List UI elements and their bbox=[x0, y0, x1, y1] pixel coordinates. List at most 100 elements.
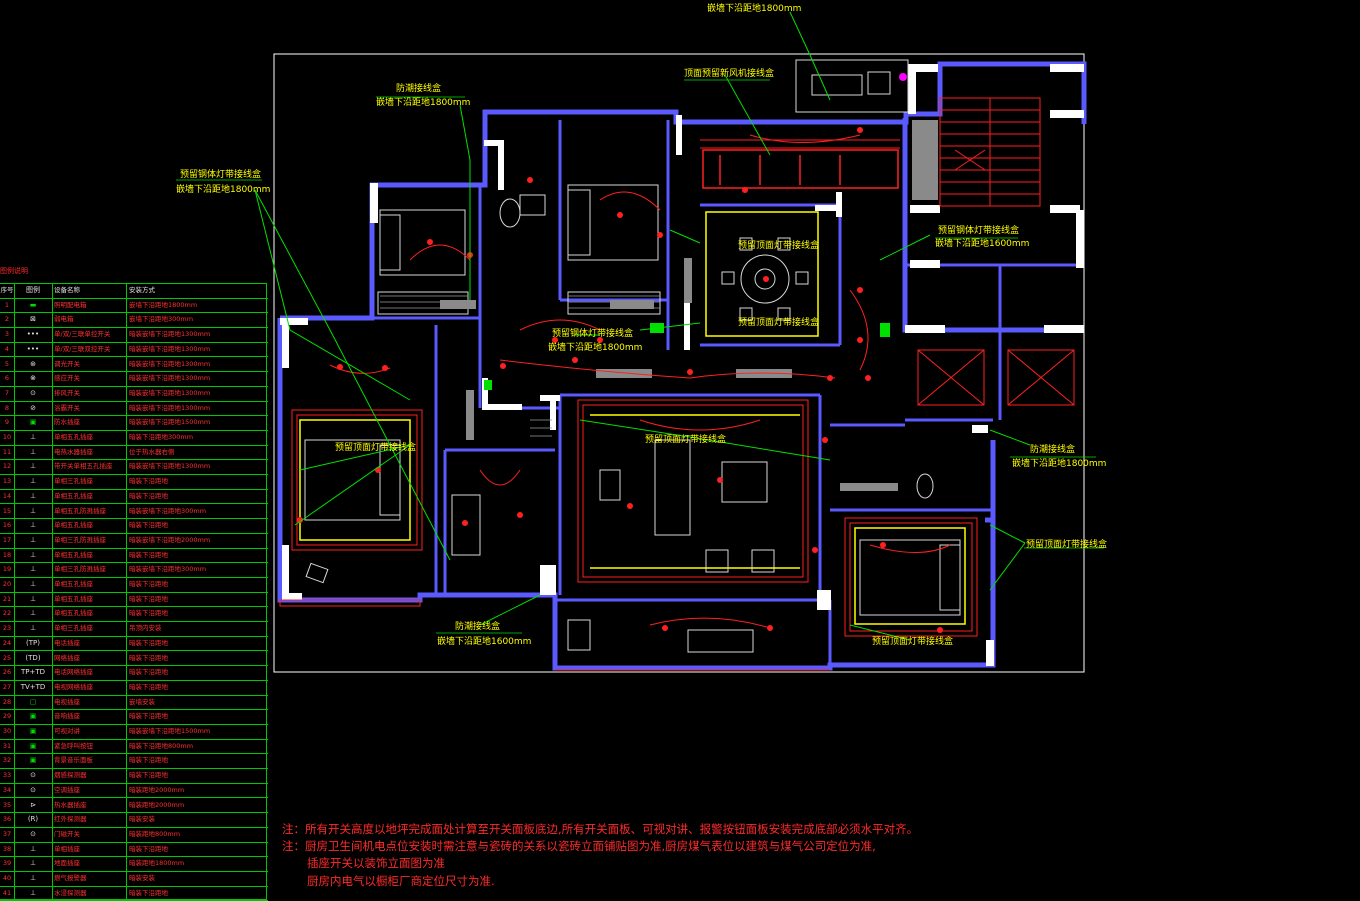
kitchen-counter bbox=[702, 149, 899, 189]
legend-device-name: 电热水器插座 bbox=[54, 447, 93, 456]
legend-symbol: (R) bbox=[27, 815, 39, 824]
legend-install-method: 暗装下沿距地 bbox=[129, 580, 168, 588]
legend-device-name: 调光开关 bbox=[54, 359, 80, 368]
legend-device-name: 浴霸开关 bbox=[54, 403, 80, 412]
legend-number: 32 bbox=[2, 756, 12, 765]
legend-row: 31 ▣ 紧急呼叫按钮 暗装下沿距地800mm bbox=[0, 739, 268, 755]
legend-number: 39 bbox=[2, 859, 12, 868]
legend-install-method: 暗装下沿距地 bbox=[129, 521, 168, 530]
label-ceiling-strip-bedroom-left: 预留顶面灯带接线盒 bbox=[335, 441, 416, 453]
legend-row: 28▢电视插座嵌墙安装 bbox=[0, 695, 268, 711]
legend-number: 序号 bbox=[0, 286, 14, 294]
legend-symbol: ⊠ bbox=[30, 315, 36, 324]
legend-number: 27 bbox=[2, 682, 12, 691]
legend-row: 13⊥单相三孔插座暗装下沿距地 bbox=[0, 474, 268, 490]
legend-number: 4 bbox=[4, 344, 10, 353]
legend-device-name: 烟感探测器 bbox=[54, 771, 87, 780]
legend-device-name: 单/双/三联双控开关 bbox=[54, 344, 111, 353]
legend-number: 31 bbox=[2, 741, 12, 750]
label-light-strip-box-2: 预留钢体灯带接线盒 bbox=[552, 327, 633, 339]
legend-install-method: 暗装嵌墙下沿距地300mm bbox=[129, 565, 207, 574]
legend-device-name: 单相五孔插座 bbox=[54, 521, 93, 530]
legend-row: 37⊙门磁开关暗装距地800mm bbox=[0, 827, 268, 843]
legend-device-name: 单相五孔插座 bbox=[54, 594, 93, 603]
legend-row: 14⊥单相五孔插座暗装下沿距地 bbox=[0, 489, 268, 505]
legend-symbol: 图例 bbox=[26, 286, 40, 294]
legend-title: 图例说明 bbox=[0, 267, 28, 275]
legend-symbol: ▬ bbox=[29, 300, 37, 309]
legend-row: 38⊥单相插座暗装下沿距地 bbox=[0, 842, 268, 858]
legend-symbol: ⊥ bbox=[29, 874, 37, 882]
legend-number: 37 bbox=[2, 829, 12, 838]
legend-device-name: 单相五孔插座 bbox=[54, 580, 93, 588]
legend-install-method: 暗装下沿距地800mm bbox=[129, 741, 194, 750]
legend-install-method: 暗装距地1800mm bbox=[129, 859, 185, 868]
legend-number: 17 bbox=[2, 535, 12, 544]
legend-number: 12 bbox=[2, 462, 12, 471]
annotation-labels: 嵌墙下沿距地1800mm 顶面预留新风机接线盒 防潮接线盒 嵌墙下沿距地1800… bbox=[176, 2, 1107, 647]
legend-number: 35 bbox=[2, 800, 12, 809]
legend-install-method: 暗装嵌墙下沿距地1300mm bbox=[129, 462, 211, 471]
legend-install-method: 暗装安装 bbox=[129, 815, 155, 824]
label-moisture-box-2-height: 嵌墙下沿距地1800mm bbox=[1012, 457, 1106, 469]
legend-install-method: 吊顶内安装 bbox=[129, 624, 162, 633]
legend-symbol: ⊙ bbox=[30, 388, 36, 397]
legend-install-method: 暗装下沿距地 bbox=[129, 771, 168, 780]
label-light-strip-box-2-height: 嵌墙下沿距地1800mm bbox=[548, 341, 642, 353]
legend-device-name: 背景音乐面板 bbox=[54, 756, 93, 765]
legend-device-name: 弱电箱 bbox=[54, 315, 74, 324]
legend-number: 33 bbox=[2, 771, 12, 780]
legend-install-method: 暗装距地800mm bbox=[129, 829, 181, 838]
legend-symbol: ⊥ bbox=[29, 888, 37, 897]
legend-install-method: 暗装下沿距地 bbox=[129, 712, 168, 721]
legend-device-name: 热水器插座 bbox=[54, 800, 87, 809]
columns bbox=[280, 64, 1084, 666]
legend-row: 4•••单/双/三联双控开关暗装嵌墙下沿距地1300mm bbox=[0, 342, 268, 358]
legend-install-method: 嵌墙下沿距地1800mm bbox=[129, 300, 198, 309]
legend-number: 9 bbox=[4, 418, 10, 427]
legend-device-name: 紧急呼叫按钮 bbox=[54, 741, 93, 750]
legend-row: 39⊥地面插座暗装距地1800mm bbox=[0, 856, 268, 872]
utility-panel bbox=[795, 59, 909, 113]
legend-symbol: ⊳ bbox=[30, 800, 36, 809]
legend-header-row: 序号图例设备名称安装方式 bbox=[0, 283, 268, 299]
legend-symbol: (TD) bbox=[25, 653, 41, 662]
legend-device-name: 防水插座 bbox=[54, 418, 80, 427]
legend-install-method: 暗装嵌墙下沿距地1300mm bbox=[129, 388, 211, 397]
legend-number: 21 bbox=[2, 594, 12, 603]
legend-device-name: 单/双/三联单控开关 bbox=[54, 330, 111, 339]
legend-install-method: 暗装下沿距地 bbox=[129, 653, 168, 662]
legend-install-method: 暗装嵌墙下沿距地300mm bbox=[129, 506, 207, 515]
legend-row: 22⊥单相五孔插座暗装下沿距地 bbox=[0, 606, 268, 623]
legend-device-name: 单相五孔插座 bbox=[54, 433, 93, 441]
label-ceiling-strip-dining-bottom: 预留顶面灯带接线盒 bbox=[738, 316, 819, 328]
legend-device-name: 电话插座 bbox=[54, 638, 80, 647]
legend-row: 12⊥带开关单相五孔插座暗装嵌墙下沿距地1300mm bbox=[0, 459, 268, 476]
legend-symbol: ⊥ bbox=[29, 521, 37, 530]
legend-device-name: 感应开关 bbox=[54, 374, 80, 383]
label-moisture-box-3-height: 嵌墙下沿距地1600mm bbox=[437, 635, 531, 647]
legend-row: 41⊥水浸探测器暗装下沿距地 bbox=[0, 886, 268, 901]
legend-row: 17⊥单相三孔防溅插座暗装嵌墙下沿距地2000mm bbox=[0, 533, 268, 549]
legend-install-method: 暗装下沿距地 bbox=[129, 550, 168, 559]
legend-symbol: ⊥ bbox=[29, 535, 37, 544]
label-moisture-box-1: 防潮接线盒 bbox=[396, 82, 441, 94]
led-cove-lines bbox=[299, 211, 966, 625]
legend-device-name: 门磁开关 bbox=[54, 829, 80, 838]
legend-number: 3 bbox=[4, 330, 10, 339]
legend-number: 16 bbox=[2, 521, 12, 530]
legend-device-name: 电视插座 bbox=[54, 697, 80, 706]
legend-symbol: ▣ bbox=[29, 741, 37, 750]
legend-symbol: ▣ bbox=[29, 712, 37, 721]
legend-symbol: ⊗ bbox=[30, 374, 36, 383]
legend-install-method: 暗装下沿距地 bbox=[129, 638, 168, 647]
label-moisture-box-3: 防潮接线盒 bbox=[455, 620, 500, 632]
legend-number: 15 bbox=[2, 506, 12, 515]
legend-install-method: 暗装下沿距地 bbox=[129, 477, 168, 486]
legend-number: 30 bbox=[2, 727, 12, 735]
legend-symbol: ⊥ bbox=[29, 844, 37, 853]
legend-device-name: 红外探测器 bbox=[54, 815, 87, 824]
legend-install-method: 暗装嵌墙下沿距地1300mm bbox=[129, 374, 211, 383]
legend-device-name: 单相五孔防溅插座 bbox=[54, 506, 106, 515]
